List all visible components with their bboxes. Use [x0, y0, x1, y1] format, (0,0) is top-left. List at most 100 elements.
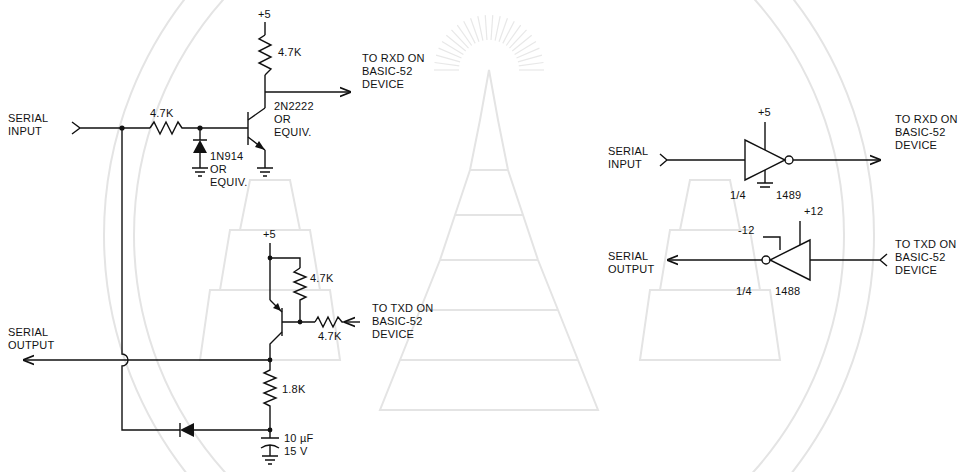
schematic-label: SERIAL INPUT	[608, 145, 658, 171]
emblem-ray	[503, 21, 515, 43]
wire	[264, 22, 265, 35]
schematic-label: 4.7K	[318, 330, 341, 343]
label-slot: 1.8K	[282, 383, 305, 396]
schematic-label: 4.7K	[310, 272, 333, 285]
wire	[185, 127, 248, 128]
schematic-label: -12	[738, 224, 755, 237]
label-slot: 4.7K	[278, 46, 301, 59]
emblem-ray	[499, 18, 507, 42]
schematic-label: TO TXD ON BASIC-52 DEVICE	[895, 238, 971, 277]
emblem-ray	[509, 30, 526, 48]
transistor-leads	[270, 300, 315, 360]
emblem-ray	[485, 15, 487, 40]
emblem-ray	[442, 41, 463, 54]
tx-transistor-circuit	[24, 128, 360, 464]
input-wire	[122, 128, 180, 430]
schematic-label: 10 µF 15 V	[284, 432, 320, 458]
emblem-ray	[506, 25, 520, 45]
schematic-label: 1.8K	[282, 383, 305, 396]
label-slot: TO TXD ON BASIC-52 DEVICE	[372, 302, 444, 341]
label-slot: SERIAL INPUT	[8, 112, 58, 138]
schematic-label: +12	[804, 205, 823, 218]
label-slot: 1/4	[736, 285, 752, 298]
label-slot: SERIAL OUTPUT	[8, 326, 58, 352]
schematic-label: 4.7K	[278, 46, 301, 59]
emblem-ray	[435, 63, 460, 66]
label-slot: 4.7K	[310, 272, 333, 285]
supply-wires	[757, 122, 773, 187]
emblem-ray	[491, 15, 493, 40]
inverter-symbol	[770, 240, 810, 280]
emblem-ray	[519, 63, 544, 66]
label-slot: 1489	[776, 189, 801, 202]
junction-dot	[268, 256, 273, 261]
output-arrow	[793, 159, 880, 160]
inverter-bubble	[762, 256, 770, 264]
schematic-label: SERIAL INPUT	[8, 112, 58, 138]
diode-symbol	[193, 140, 207, 153]
line-driver-1488	[668, 221, 887, 280]
transistor-base	[247, 112, 248, 145]
capacitor-symbol	[261, 438, 279, 464]
emblem-ray	[478, 16, 483, 40]
emblem-ray	[434, 69, 459, 70]
input-wire	[810, 254, 887, 266]
schematic-label: 1489	[776, 189, 801, 202]
junction-dot	[268, 428, 273, 433]
transistor-leads	[248, 108, 265, 150]
label-slot: 1/4	[730, 189, 746, 202]
label-slot: 2N2222 OR EQUIV.	[274, 100, 322, 139]
schematic-label: 1/4	[730, 189, 746, 202]
schematic-label: SERIAL OUTPUT	[8, 326, 58, 352]
inverter-bubble	[785, 156, 793, 164]
emblem-ray	[471, 18, 479, 42]
emblem-ray	[519, 69, 544, 70]
emblem-ray	[457, 25, 471, 45]
diode-symbol	[193, 128, 207, 140]
label-slot: +5	[758, 106, 771, 119]
input-wire	[72, 122, 150, 134]
output-arrow	[24, 359, 270, 360]
wire	[194, 429, 270, 430]
schematic-label: TO RXD ON BASIC-52 DEVICE	[895, 113, 971, 152]
schematic-label: 1N914 OR EQUIV.	[210, 150, 255, 189]
schematic-label: +5	[258, 8, 271, 21]
junction-dot	[298, 320, 303, 325]
resistor-symbol	[264, 360, 276, 438]
ground-symbol	[192, 153, 208, 176]
schematic-label: SERIAL OUTPUT	[608, 250, 658, 276]
schematic-label: +5	[263, 228, 276, 241]
line-receiver-1489	[660, 122, 880, 187]
label-slot: -12	[738, 224, 755, 237]
output-arrow	[668, 259, 762, 260]
schematic-label: 1/4	[736, 285, 752, 298]
schematic-label: +5	[758, 106, 771, 119]
ground-symbol	[257, 150, 273, 176]
diode-symbol	[180, 423, 194, 437]
label-slot: +5	[263, 228, 276, 241]
resistor-symbol	[294, 268, 306, 322]
emblem-ray	[512, 35, 531, 51]
resistor-symbol	[150, 122, 185, 134]
emblem-ray	[439, 48, 462, 58]
emitter-arrow	[273, 303, 281, 311]
schematic-label: 4.7K	[150, 107, 173, 120]
supply-wires	[763, 221, 800, 250]
label-slot: SERIAL INPUT	[608, 145, 658, 171]
label-slot: 1488	[775, 285, 800, 298]
label-slot: +12	[804, 205, 823, 218]
label-slot: TO RXD ON BASIC-52 DEVICE	[362, 52, 434, 91]
resistor-symbol	[315, 317, 345, 327]
emblem-ray	[464, 21, 476, 43]
schematic-label: 2N2222 OR EQUIV.	[274, 100, 322, 139]
emblem-ray	[446, 35, 465, 51]
output-arrow	[265, 91, 350, 92]
label-slot: 10 µF 15 V	[284, 432, 320, 458]
emblem-ray	[495, 16, 500, 40]
schematic-label: TO RXD ON BASIC-52 DEVICE	[362, 52, 434, 91]
emblem-ray	[518, 55, 542, 62]
